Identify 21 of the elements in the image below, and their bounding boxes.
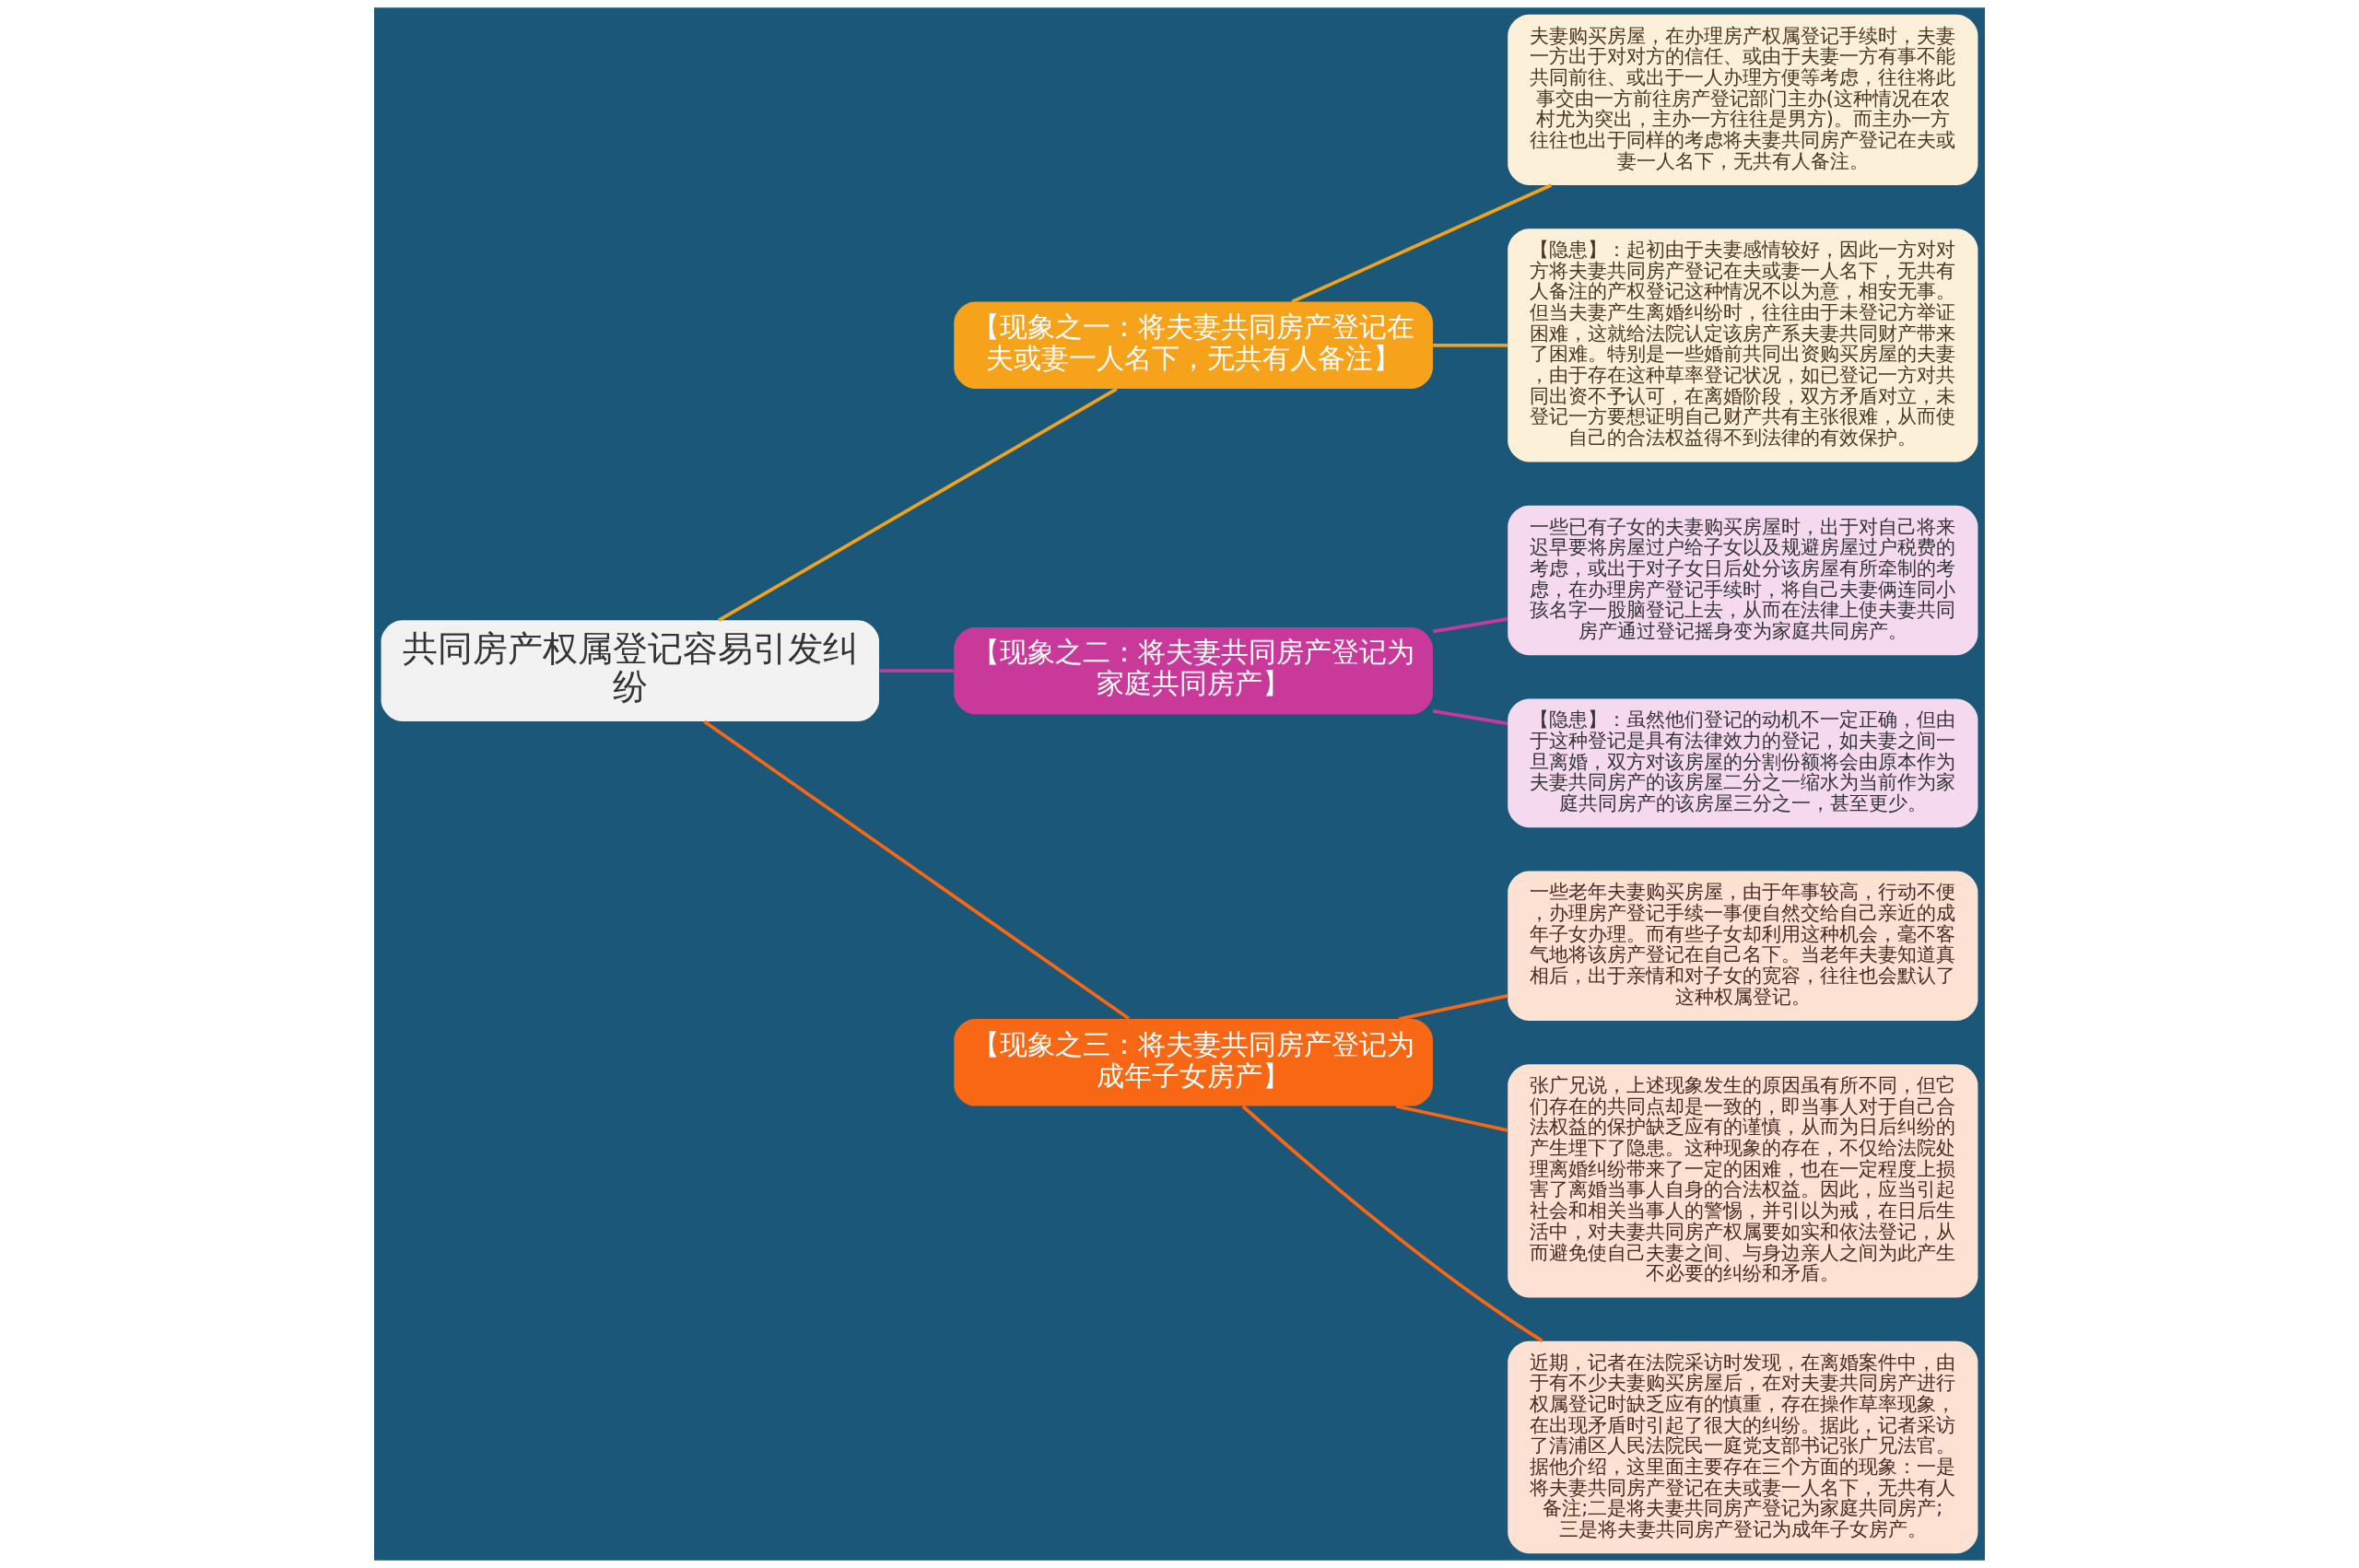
- node-box: 【现象之二：将夫妻共同房产登记为家庭共同房产】: [954, 626, 1433, 715]
- connector: [1432, 708, 1508, 726]
- connector: [718, 387, 1118, 622]
- node-box: 一些老年夫妻购买房屋，由于年事较高，行动不便，办理房产登记手续一事便自然交给自己亲近的成年子女办理。而有些子女却利用这种机会，毫不客气地将该房产登记在自己名下。当老年夫妻知道真相后，出于亲情和对子女的宽容，往往也会默认了这种权属登记。: [1508, 871, 1978, 1021]
- connector: [1433, 343, 1508, 347]
- connector: [1241, 1105, 1543, 1342]
- node-box: 共同房产权属登记容易引发纠纷: [381, 620, 879, 721]
- node-box: 【现象之三：将夫妻共同房产登记为成年子女房产】: [954, 1019, 1433, 1106]
- node-box: 【隐患】：起初由于夫妻感情较好，因此一方对对方将夫妻共同房产登记在夫或妻一人名下，无共有人备注的产权登记这种情况不以为意，相安无事。但当夫妻产生离婚纠纷时，往往由于未登记方举证困难，这就给法院认定该房产系夫妻共同财产带来了困难。特别是一些婚前共同出资购买房屋的夫妻，由于存在这种草率登记状况，如已登记一方对共同出资不予认可，在离婚阶段，双方矛盾对立，未登记一方要想证明自己财产共有主张很难，从而使自己的合法权益得不到法律的有效保护。: [1508, 228, 1978, 462]
- connector: [1432, 617, 1508, 634]
- connector: [879, 669, 955, 673]
- connector: [703, 720, 1130, 1021]
- node-box: 一些已有子女的夫妻购买房屋时，出于对自己将来迟早要将房屋过户给子女以及规避房屋过户税费的考虑，或出于对子女日后处分该房屋有所牵制的考虑，在办理房产登记手续时，将自己夫妻俩连同小孩名字一股脑登记上去，从而在法律上使夫妻共同房产通过登记摇身变为家庭共同房产。: [1508, 505, 1978, 656]
- connector: [1291, 183, 1553, 304]
- node-box: 【现象之一：将夫妻共同房产登记在夫或妻一人名下，无共有人备注】: [954, 301, 1433, 390]
- node-box: 张广兄说，上述现象发生的原因虽有所不同，但它们存在的共同点却是一致的，即当事人对于自己合法权益的保护缺乏应有的谨慎，从而为日后纠纷的产生埋下了隐患。这种现象的存在，不仅给法院处理离婚纠纷带来了一定的困难，也在一定程度上损害了离婚当事人自身的合法权益。因此，应当引起社会和相关当事人的警惕，并引以为戒，在日后生活中，对夫妻共同房产权属要如实和依法登记，从而避免使自己夫妻之间、与身边亲人之间为此产生不必要的纠纷和矛盾。: [1508, 1064, 1978, 1298]
- connector: [1395, 1104, 1508, 1132]
- node-box: 近期，记者在法院采访时发现，在离婚案件中，由于有不少夫妻购买房屋后，在对夫妻共同房产进行权属登记时缺乏应有的慎重，存在操作草率现象，在出现矛盾时引起了很大的纠纷。据此，记者采访了清浦区人民法院民一庭党支部书记张广兄法官。据他介绍，这里面主要存在三个方面的现象：一是将夫妻共同房产登记在夫或妻一人名下，无共有人备注;二是将夫妻共同房产登记为家庭共同房产;三是将夫妻共同房产登记为成年子女房产。: [1508, 1340, 1978, 1554]
- node-box: 【隐患】：虽然他们登记的动机不一定正确，但由于这种登记是具有法律效力的登记，如夫妻之间一旦离婚，双方对该房屋的分割份额将会由原本作为夫妻共同房产的该房屋二分之一缩水为当前作为家庭共同房产的该房屋三分之一，甚至更少。: [1508, 698, 1978, 828]
- connector: [1399, 994, 1508, 1021]
- node-box: 夫妻购买房屋，在办理房产权属登记手续时，夫妻一方出于对对方的信任、或由于夫妻一方有事不能共同前往、或出于一人办理方便等考虑，往往将此事交由一方前往房产登记部门主办(这种情况在农村尤为突出，主办一方往往是男方)。而主办一方往往也出于同样的考虑将夫妻共同房产登记在夫或妻一人名下，无共有人备注。: [1508, 14, 1978, 185]
